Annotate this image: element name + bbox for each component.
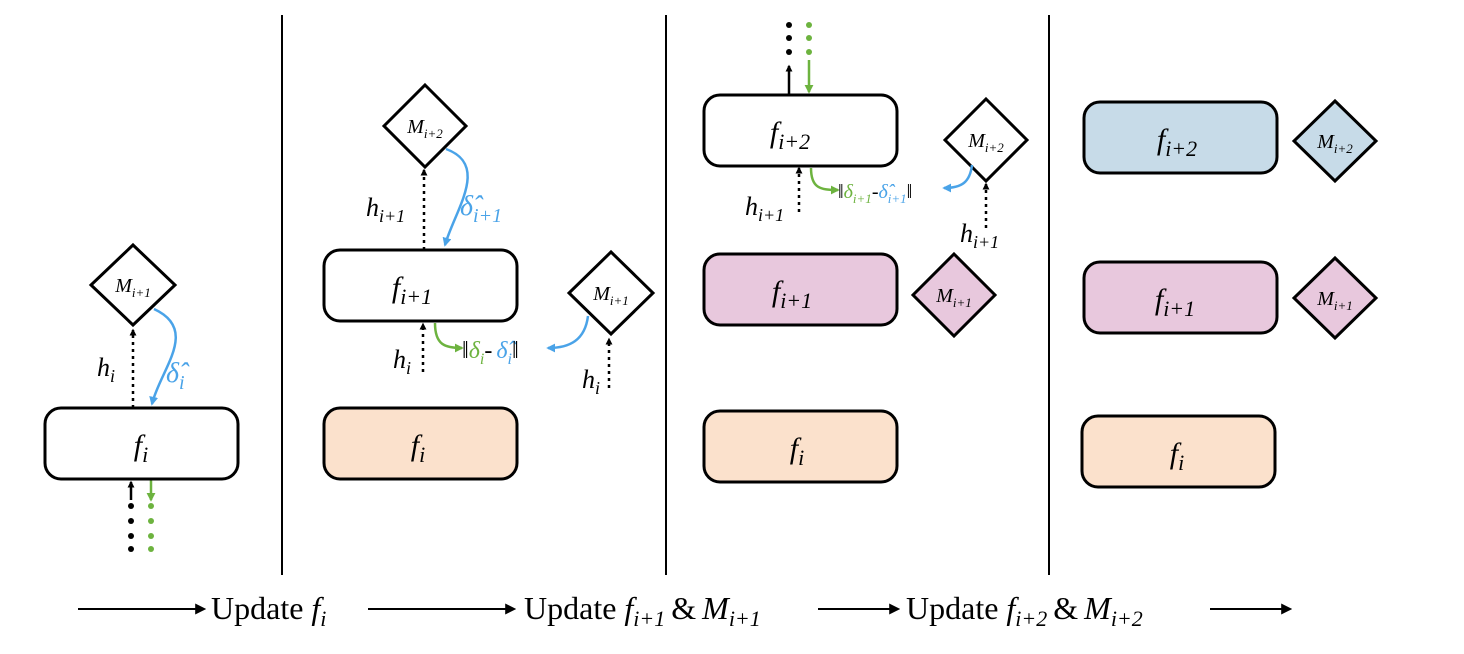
module-f-i-frozen xyxy=(1080,414,1277,489)
delta-hat-arrow xyxy=(942,164,974,193)
aux-net-label: Mi+1 xyxy=(114,275,151,300)
top-dots-black xyxy=(786,22,792,55)
aux-net-diamond xyxy=(88,242,178,328)
hidden-up-label: hi+1 xyxy=(366,193,405,226)
hidden-right-label: hi xyxy=(582,365,600,398)
panel-3: fi+2 hi+1 ‖δi+1-δ̂i+1‖ Mi+2 hi+1 fi+1 Mi… xyxy=(702,22,1030,484)
aux-net-diamond-top xyxy=(1291,98,1379,184)
aux-net-mid-label: Mi+1 xyxy=(1316,288,1353,313)
module-f-i1 xyxy=(322,248,519,323)
aux-net-diamond-mid xyxy=(910,251,998,339)
module-f-i-frozen xyxy=(702,409,899,484)
module-f-i2-label: fi+2 xyxy=(770,116,810,154)
module-f-i2-frozen xyxy=(1082,100,1279,175)
hidden-in-label: hi xyxy=(393,345,411,378)
aux-net-top-label: Mi+2 xyxy=(967,130,1004,155)
input-dots-green xyxy=(148,503,154,552)
delta-hat-arrow xyxy=(149,307,177,406)
aux-net-diamond-mid xyxy=(1291,255,1379,341)
panel-2: fi fi+1 hi ‖δi-δ̂i‖ Mi+1 hi hi+1 xyxy=(322,82,656,481)
hidden-in-label: hi+1 xyxy=(745,192,784,225)
panel-1: fi hi Mi+1 δ̂i xyxy=(43,242,240,552)
delta-hat-label: δ̂i xyxy=(166,358,190,394)
module-f-i-frozen xyxy=(322,406,519,481)
panel-4: fi+2 Mi+2 fi+1 Mi+1 fi xyxy=(1080,98,1379,489)
module-f-i1-frozen xyxy=(702,252,899,327)
module-f-i1-label: fi+1 xyxy=(392,271,432,309)
loss-label: ‖δi-δ̂i‖ xyxy=(462,338,519,368)
module-f-i2 xyxy=(702,93,899,168)
delta-hat-arrow-top xyxy=(442,147,469,247)
delta-hat-arrow-right xyxy=(546,315,590,353)
aux-net-mid-label: Mi+1 xyxy=(935,285,972,310)
aux-net-top-label: Mi+2 xyxy=(406,116,443,141)
aux-net-diamond-top xyxy=(942,96,1030,184)
aux-net-diamond-right xyxy=(566,249,656,337)
module-f-i1-frozen xyxy=(1082,260,1279,335)
hidden-right-label: hi+1 xyxy=(960,219,999,252)
input-dots-black xyxy=(128,503,134,552)
grad-arrow-green xyxy=(433,322,464,353)
aux-net-top-label: Mi+2 xyxy=(1316,131,1353,156)
aux-net-diamond-top xyxy=(381,82,469,170)
hidden-label: hi xyxy=(97,353,115,386)
loss-label: ‖δi+1-δ̂i+1‖ xyxy=(838,181,912,206)
delta-hat-top-label: δ̂i+1 xyxy=(460,191,502,227)
module-f-i xyxy=(43,406,240,481)
aux-net-right-label: Mi+1 xyxy=(592,283,629,308)
top-dots-green xyxy=(806,22,812,55)
grad-arrow-green xyxy=(809,167,840,195)
